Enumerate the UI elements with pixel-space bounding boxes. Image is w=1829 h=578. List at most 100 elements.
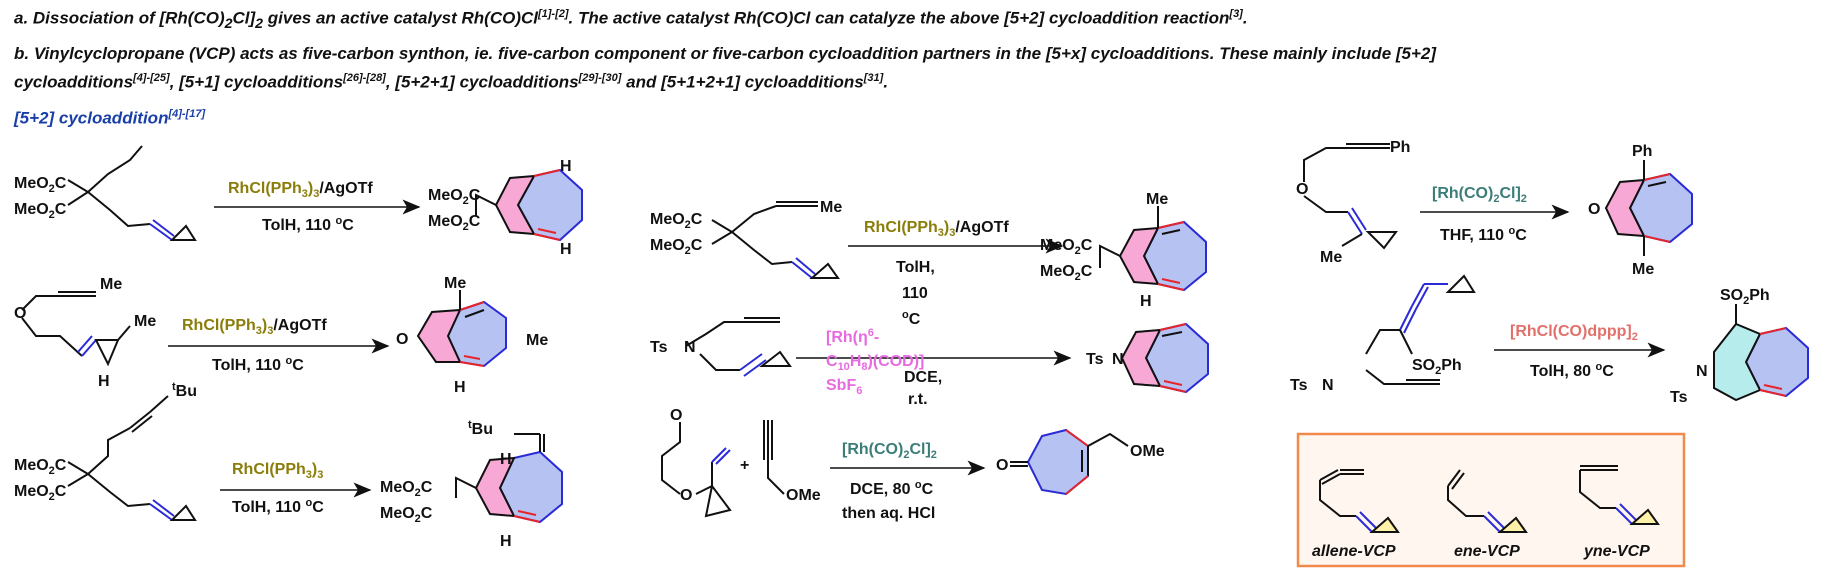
- reactant-3: [67, 395, 197, 521]
- p2-me-right: Me: [526, 332, 548, 349]
- p7-ph: Ph: [1632, 143, 1652, 160]
- reaction-7: O Ph Me [Rh(CO)2Cl]2 THF, 110 oC Ph O Me: [1296, 139, 1693, 278]
- p1-meo2c-top: MeO2C: [428, 187, 481, 207]
- ene-vcp-structure: [1447, 469, 1528, 533]
- p1-meo2c-bottom: MeO2C: [428, 213, 481, 233]
- p4-me: Me: [1146, 191, 1168, 208]
- reaction-4: Me MeO2C MeO2C RhCl(PPh3)3/AgOTf TolH, 1…: [650, 191, 1207, 328]
- r8-so2ph: SO2Ph: [1412, 357, 1462, 377]
- product-7: [1604, 160, 1693, 256]
- para-a-text-3: gives an active catalyst Rh(CO)Cl: [263, 8, 538, 28]
- p2-o: O: [396, 331, 408, 348]
- reactant-2: [21, 291, 131, 367]
- r4-cond-3: oC: [902, 309, 921, 328]
- r6-o-top: O: [670, 407, 682, 424]
- vcp-box-frame: [1296, 432, 1686, 568]
- para-b-t5: .: [883, 72, 889, 92]
- para-b-line-1-text: b. Vinylcyclopropane (VCP) acts as five-…: [14, 44, 1437, 63]
- r2-me-top: Me: [100, 276, 122, 293]
- legend-label-yne-vcp: yne-VCP: [1583, 543, 1650, 560]
- para-a-text-1: a. Dissociation of [Rh(CO): [14, 8, 225, 28]
- vcp-types-box: allene-VCP ene-VCP yne-VCP: [1296, 432, 1686, 568]
- r6-ome: OMe: [786, 487, 821, 504]
- r6-plus: +: [740, 457, 749, 474]
- p6-ome: OMe: [1130, 443, 1165, 460]
- r6-cond-1: DCE, 80 oC: [850, 479, 934, 498]
- r1-conditions: TolH, 110 oC: [262, 215, 354, 234]
- reactant-7: [1303, 143, 1398, 250]
- para-b-t1: cycloadditions: [14, 72, 134, 92]
- r2-h: H: [98, 373, 110, 390]
- reaction-3: tBu MeO2C MeO2C RhCl(PPh3)3 TolH, 110 oC…: [14, 381, 563, 550]
- p3-h-bottom: H: [500, 533, 512, 550]
- r5-reagent-line-3: SbF6: [826, 377, 862, 397]
- r4-cond-2: 110: [902, 285, 928, 302]
- p1-h-bottom: H: [560, 241, 572, 258]
- para-b-r2: [26]-[28]: [343, 72, 386, 84]
- section-title: [5+2] cycloaddition[4]-[17]: [14, 108, 205, 129]
- reactant-8: [1365, 274, 1476, 385]
- p3-meo2c-top: MeO2C: [380, 479, 433, 499]
- r5-reagent-line-2: C10H8)(COD)]: [826, 353, 924, 373]
- r4-meo2c-top: MeO2C: [650, 211, 703, 231]
- r6-o-bottom: O: [680, 487, 692, 504]
- legend-label-allene-vcp: allene-VCP: [1312, 543, 1396, 560]
- p2-h: H: [454, 379, 466, 396]
- p4-h: H: [1140, 293, 1152, 310]
- r6-reagent: [Rh(CO)2Cl]2: [842, 441, 937, 461]
- r7-conditions: THF, 110 oC: [1440, 225, 1527, 244]
- product-5: [1120, 322, 1209, 394]
- paragraph-b-line-2: cycloadditions[4]-[25], [5+1] cycloaddit…: [14, 66, 888, 95]
- yne-vcp-structure: [1579, 465, 1660, 525]
- section-title-text: [5+2] cycloaddition: [14, 108, 169, 128]
- p5-ts: Ts: [1086, 351, 1104, 368]
- product-6: [1010, 428, 1129, 496]
- para-b-t4: and [5+1+2+1] cycloadditions: [621, 72, 864, 92]
- reactant-6: [661, 420, 785, 518]
- r2-conditions: TolH, 110 oC: [212, 355, 304, 374]
- para-b-r4: [31]: [863, 72, 884, 84]
- r7-me: Me: [1320, 249, 1342, 266]
- reaction-1: MeO2C MeO2C RhCl(PPh3)3/AgOTf TolH, 110 …: [14, 145, 583, 258]
- r8-n: N: [1322, 377, 1334, 394]
- r4-meo2c-bottom: MeO2C: [650, 237, 703, 257]
- p3-meo2c-bottom: MeO2C: [380, 505, 433, 525]
- reaction-6: O O + OMe [Rh(CO)2Cl]2 DCE, 80 oC then a…: [661, 407, 1165, 522]
- r8-ts: Ts: [1290, 377, 1308, 394]
- para-b-r3: [29]-[30]: [578, 72, 622, 84]
- para-b-t2: , [5+1] cycloadditions: [169, 72, 344, 92]
- p8-ts: Ts: [1670, 389, 1688, 406]
- r4-cond-1: TolH,: [896, 259, 935, 276]
- p3-tbu: tBu: [468, 419, 493, 438]
- r6-cond-2: then aq. HCl: [842, 505, 935, 522]
- r2-o: O: [14, 305, 26, 322]
- r8-reagent: [RhCl(CO)dppp]2: [1510, 323, 1638, 343]
- r3-tbu: tBu: [172, 381, 197, 400]
- p7-o: O: [1588, 201, 1600, 218]
- product-2: [416, 290, 507, 368]
- r1-meo2c-top: MeO2C: [14, 175, 67, 195]
- legend-label-ene-vcp: ene-VCP: [1454, 543, 1520, 560]
- reaction-8: Ts N SO2Ph [RhCl(CO)dppp]2 TolH, 80 oC S…: [1290, 274, 1809, 406]
- r7-reagent: [Rh(CO)2Cl]2: [1432, 185, 1527, 205]
- reaction-2: O Me Me H RhCl(PPh3)3/AgOTf TolH, 110 oC…: [14, 275, 548, 396]
- r1-meo2c-bottom: MeO2C: [14, 201, 67, 221]
- product-3: [455, 433, 563, 524]
- para-a-text-2: Cl]: [232, 8, 256, 28]
- p1-h-top: H: [560, 158, 572, 175]
- p8-so2ph: SO2Ph: [1720, 287, 1770, 307]
- r3-meo2c-bottom: MeO2C: [14, 483, 67, 503]
- allene-vcp-structure: [1319, 469, 1400, 533]
- para-a-ref-2: [3]: [1229, 8, 1243, 20]
- p5-n: N: [1112, 351, 1124, 368]
- r3-meo2c-top: MeO2C: [14, 457, 67, 477]
- para-a-sub-2: 2: [255, 16, 264, 33]
- paragraph-a: a. Dissociation of [Rh(CO)2Cl]2 gives an…: [14, 2, 1248, 36]
- para-a-sub-1: 2: [224, 16, 233, 33]
- r8-conditions: TolH, 80 oC: [1530, 361, 1614, 380]
- p4-meo2c-bottom: MeO2C: [1040, 263, 1093, 283]
- r4-reagent: RhCl(PPh3)3/AgOTf: [864, 219, 1009, 239]
- r3-reagent: RhCl(PPh3)3: [232, 461, 323, 481]
- reactant-4: [711, 201, 840, 279]
